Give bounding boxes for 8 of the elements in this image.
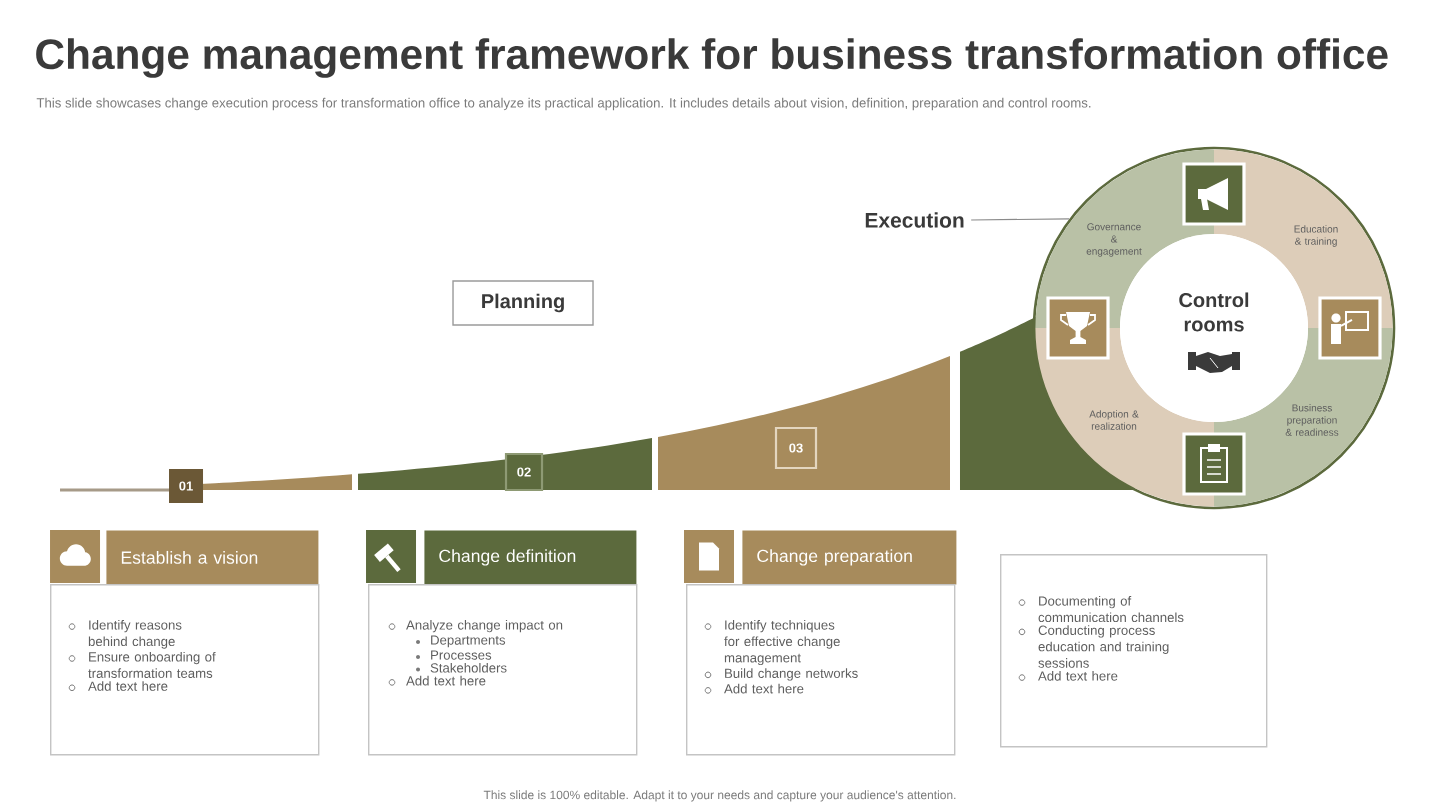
header-bar: Change preparation bbox=[742, 530, 957, 585]
header-bar: Change definition bbox=[424, 530, 637, 585]
header-bar: Establish a vision bbox=[106, 530, 319, 585]
leader-line bbox=[970, 218, 1070, 221]
ring bbox=[1032, 146, 1396, 510]
stage-box: Planning bbox=[452, 280, 594, 326]
stage-label: Execution bbox=[865, 212, 964, 228]
title: Change management framework for business transformation office bbox=[36, 38, 1388, 78]
